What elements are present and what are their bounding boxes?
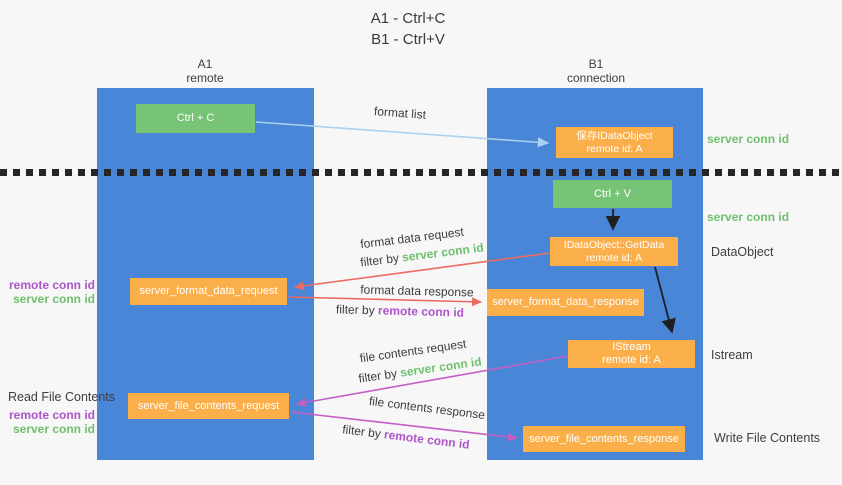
write-file-contents-label: Write File Contents <box>714 431 821 445</box>
file-contents-response-label: file contents response <box>368 393 486 423</box>
server-format-data-request-label: server_format_data_request <box>139 285 278 297</box>
title-line-a1: A1 - Ctrl+C <box>370 10 446 27</box>
left-server-conn-id-1: server conn id <box>12 292 95 306</box>
node-save-idataobject: 保存IDataObject remote id: A <box>556 127 673 158</box>
node-server-format-data-request: server_format_data_request <box>130 278 287 305</box>
istream-side-label: Istream <box>711 348 753 362</box>
node-server-file-contents-request: server_file_contents_request <box>128 393 289 419</box>
right-server-conn-id-2: server conn id <box>707 210 790 224</box>
lane-b1-title: B1 <box>588 57 604 71</box>
format-data-response-label: format data response <box>360 282 474 300</box>
filter-by-text: filter by <box>357 365 402 386</box>
remote-conn-id-text: remote conn id <box>377 303 465 320</box>
server-file-contents-response-label: server_file_contents_response <box>529 432 679 445</box>
save-idataobject-line2: remote id: A <box>586 142 643 155</box>
left-server-conn-id-2: server conn id <box>12 422 95 436</box>
lane-a1-subtitle: remote <box>186 71 224 85</box>
lane-a1-title: A1 <box>197 57 213 71</box>
idataobject-getdata-line2: remote id: A <box>585 251 643 264</box>
node-server-file-contents-response: server_file_contents_response <box>523 426 685 452</box>
filter-by-text: filter by <box>341 422 386 442</box>
file-contents-response-filter-label: filter by remote conn id <box>326 420 487 453</box>
right-server-conn-id-1: server conn id <box>707 132 790 146</box>
node-idataobject-getdata: IDataObject::GetData remote id: A <box>550 237 678 266</box>
istream-line2: remote id: A <box>602 354 661 366</box>
filter-by-text: filter by <box>359 250 403 270</box>
read-file-contents-label: Read File Contents <box>8 390 116 404</box>
node-istream: IStream remote id: A <box>568 340 695 368</box>
lane-b1-subtitle: connection <box>566 71 626 85</box>
remote-conn-id-text: remote conn id <box>383 427 471 452</box>
format-list-label: format list <box>373 104 427 122</box>
format-data-response-filter-label: filter by remote conn id <box>320 302 480 320</box>
lane-header-a1: A1 remote <box>145 57 265 85</box>
save-idataobject-line1: 保存IDataObject <box>576 129 653 142</box>
istream-line1: IStream <box>612 341 651 353</box>
ctrl-c-label: Ctrl + C <box>176 112 215 124</box>
lane-header-b1: B1 connection <box>536 57 656 85</box>
server-format-data-response-label: server_format_data_response <box>492 296 639 308</box>
node-ctrl-c: Ctrl + C <box>136 104 255 133</box>
left-remote-conn-id-1: remote conn id <box>8 278 95 292</box>
dotted-separator <box>0 169 842 176</box>
dataobject-label: DataObject <box>711 245 774 259</box>
filter-by-text: filter by <box>335 302 379 318</box>
diagram-title: A1 - Ctrl+C B1 - Ctrl+V <box>288 8 528 50</box>
left-remote-conn-id-2: remote conn id <box>8 408 95 422</box>
server-file-contents-request-label: server_file_contents_request <box>137 399 280 412</box>
title-line-b1: B1 - Ctrl+V <box>371 31 445 48</box>
node-server-format-data-response: server_format_data_response <box>487 289 644 316</box>
idataobject-getdata-line1: IDataObject::GetData <box>563 238 665 251</box>
node-ctrl-v: Ctrl + V <box>553 180 672 208</box>
ctrl-v-label: Ctrl + V <box>594 187 631 200</box>
